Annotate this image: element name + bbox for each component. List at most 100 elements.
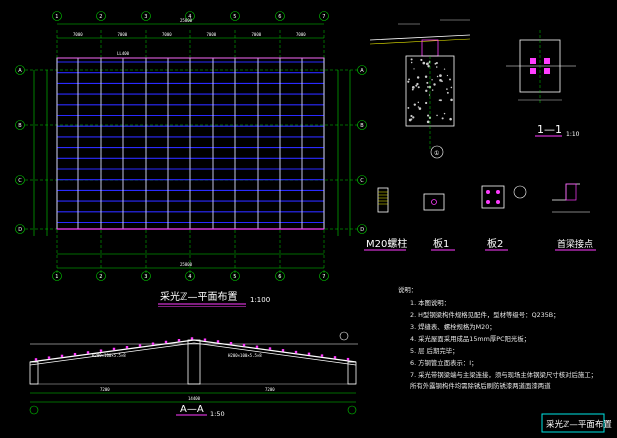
axis-bubble-bottom: 4 [185, 271, 195, 281]
mid-label: LL400 [117, 51, 130, 56]
section-view: 7200 7200 14400 H200×100×5.5×8 H200×100×… [29, 331, 358, 418]
plan-scale: 1:100 [250, 296, 270, 304]
section-1-1-scale: 1:10 [566, 131, 580, 138]
overall-dim-bottom: 25800 [180, 262, 193, 267]
top-dim-label: 7000 [296, 32, 306, 37]
section-purlin [151, 342, 155, 345]
section-purlin [281, 349, 285, 352]
section-purlin [333, 356, 337, 359]
detail-parts-row: M20螺柱 板1 板2 首梁接点 [364, 183, 596, 251]
note-item-2: 2. H型钢梁构件规格见配件，型材等级号：Q235B； [410, 310, 560, 319]
note-item-4: 4. 采光屋面采用成品15mm厚PC阳光板； [410, 334, 530, 343]
bolt-label: M20螺柱 [366, 237, 407, 250]
section-purlin [216, 340, 220, 343]
top-dim-label: 7000 [252, 32, 262, 37]
axis-bubble-left: B [15, 120, 25, 130]
svg-text:1: 1 [55, 274, 58, 280]
section-dim-left: 7200 [100, 387, 110, 392]
notes-heading: 说明： [398, 285, 417, 294]
axis-bubble-right: A [357, 65, 367, 75]
note-item-5: 5. 层 后期完毕； [410, 346, 459, 355]
section-title: A—A [180, 404, 204, 415]
section-purlin [60, 354, 64, 358]
plan-title: 采光ℤ—平面布置 [160, 290, 237, 303]
axis-bubble-right: C [357, 175, 367, 185]
section-purlin [190, 337, 194, 340]
axis-bubble-top: 4 [185, 11, 195, 21]
axis-bubble-bottom: 1 [52, 271, 62, 281]
svg-text:C: C [18, 178, 22, 184]
section-purlin [99, 349, 103, 352]
svg-text:3: 3 [144, 14, 147, 20]
section-purlin [86, 351, 90, 354]
section-dim-total: 14400 [188, 396, 201, 401]
svg-text:D: D [18, 227, 22, 233]
section-purlin [268, 347, 272, 350]
section-purlin [73, 352, 77, 356]
top-dim-label: 7000 [118, 32, 128, 37]
axis-bubble-right: B [357, 120, 367, 130]
svg-text:C: C [360, 178, 364, 184]
note-item-6: 6. 方钢管立面表示：I； [410, 358, 478, 367]
axis-bubble-left: A [15, 65, 25, 75]
top-dim-label: 7000 [73, 32, 83, 37]
section-purlin [47, 356, 51, 359]
section-purlin [307, 352, 311, 356]
svg-text:2: 2 [99, 14, 102, 20]
axis-bubble-right: D [357, 224, 367, 234]
svg-text:3: 3 [144, 274, 147, 280]
stamp-text: 采光ℤ—平面布置 [546, 419, 612, 430]
axis-bubble-top: 5 [230, 11, 240, 21]
svg-text:A: A [360, 68, 364, 74]
note-item-1: 1. 本图说明： [410, 298, 450, 307]
detail-bubble: ① [434, 150, 439, 157]
axis-bubble-top: 7 [319, 11, 329, 21]
svg-text:2: 2 [99, 274, 102, 280]
axis-bubble-top: 3 [141, 11, 151, 21]
top-dim-label: 7000 [207, 32, 217, 37]
section-purlin [320, 354, 324, 357]
svg-text:5: 5 [233, 274, 236, 280]
svg-text:B: B [360, 123, 364, 129]
section-purlin [203, 338, 207, 341]
axis-bubble-left: D [15, 224, 25, 234]
overall-dim-top: 25800 [180, 18, 193, 23]
section-purlin [229, 342, 233, 345]
section-purlin [34, 358, 38, 361]
section-purlin [177, 339, 181, 342]
top-dim-label: 7000 [162, 32, 172, 37]
section-purlin [346, 357, 350, 361]
section-purlin [125, 345, 129, 349]
svg-text:4: 4 [188, 274, 191, 280]
axis-bubble-top: 2 [96, 11, 106, 21]
plan-view: 1 2 3 4 5 6 7 1 2 3 4 5 6 7 A B C D A B C D 25800 25800 LL… [15, 11, 367, 307]
section-purlin [138, 344, 142, 347]
svg-text:D: D [360, 227, 364, 233]
axis-bubble-bottom: 7 [319, 271, 329, 281]
plate1-label: 板1 [433, 237, 449, 250]
svg-text:B: B [18, 123, 22, 129]
note-item-7: 7. 采光带钢梁端与主梁连接，须与现场主体钢梁尺寸核对后施工； [410, 370, 597, 379]
note-item-3: 3. 焊缝表、螺栓规格为M20； [410, 322, 496, 331]
axis-bubble-left: C [15, 175, 25, 185]
section-purlin [242, 343, 246, 347]
svg-text:5: 5 [233, 14, 236, 20]
detail-section-1-1: ① 1—1 1:10 [369, 19, 580, 159]
svg-text:7: 7 [322, 14, 325, 20]
section-purlin [112, 347, 116, 351]
beam-label-right: H200×100×5.5×8 [228, 353, 262, 358]
section-dim-right: 7200 [265, 387, 275, 392]
svg-text:1: 1 [55, 14, 58, 20]
title-stamp: 采光ℤ—平面布置 [541, 413, 612, 433]
axis-bubble-top: 1 [52, 11, 62, 21]
svg-text:6: 6 [278, 274, 281, 280]
svg-text:6: 6 [278, 14, 281, 20]
axis-bubble-top: 6 [275, 11, 285, 21]
svg-text:4: 4 [188, 14, 191, 20]
axis-bubble-bottom: 2 [96, 271, 106, 281]
beam-node-label: 首梁接点 [557, 238, 593, 250]
design-notes: 说明： 1. 本图说明： 2. H型钢梁构件规格见配件，型材等级号：Q235B；… [398, 285, 597, 390]
section-purlin [164, 340, 168, 344]
